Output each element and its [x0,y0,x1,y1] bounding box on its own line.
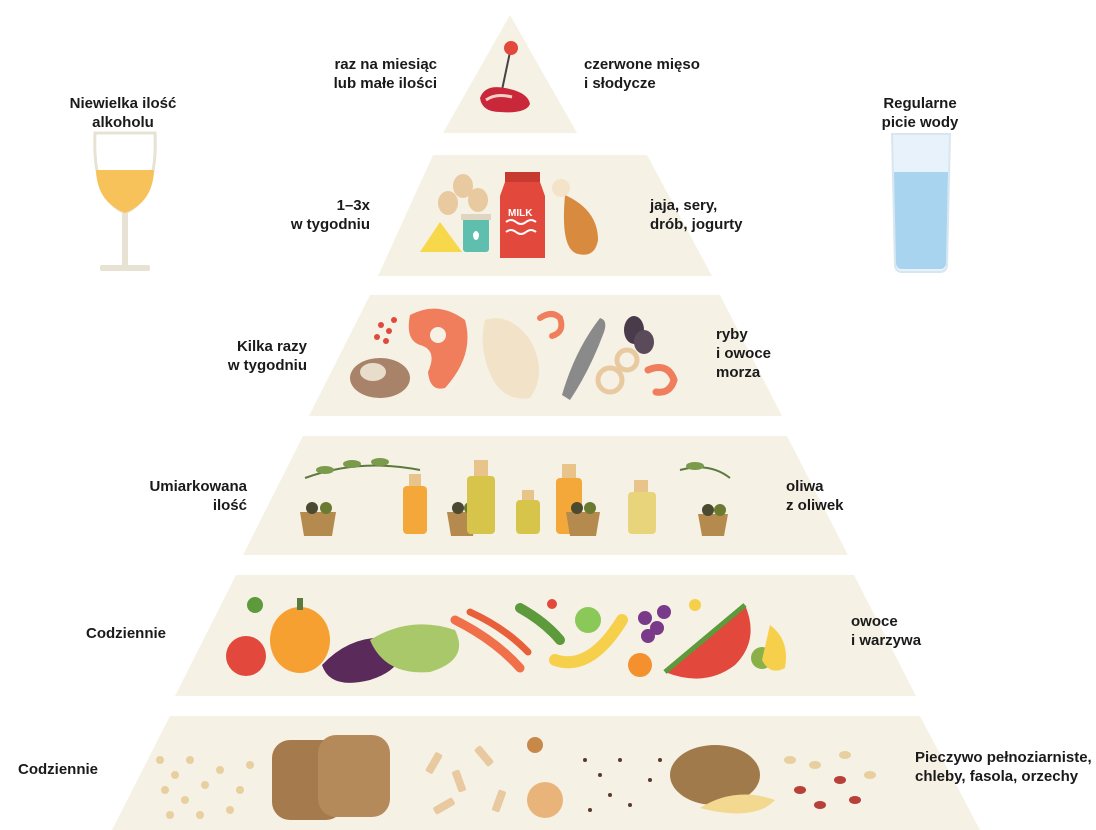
tier-2-food-line: jaja, sery, [650,196,743,215]
tier-4-background [243,436,848,555]
water-glass-icon [890,132,952,274]
tier-4-frequency: Umiarkowana ilość [149,477,247,515]
tier-3-frequency-line: w tygodniu [228,356,307,375]
tier-1-frequency: raz na miesiąc lub małe ilości [334,55,437,93]
tier-3-food: ryby i owoce morza [716,325,771,382]
water-label: Regularne picie wody [855,94,985,132]
tier-1-frequency-line: lub małe ilości [334,74,437,93]
tier-1-food: czerwone mięso i słodycze [584,55,700,93]
tier-2-food: jaja, sery, drób, jogurty [650,196,743,234]
wine-glass-icon [90,128,160,278]
tier-6-food: Pieczywo pełnoziarniste, chleby, fasola,… [915,748,1092,786]
tier-3-frequency: Kilka razy w tygodniu [228,337,307,375]
tier-6-food-line: Pieczywo pełnoziarniste, [915,748,1092,767]
tier-3-food-line: i owoce [716,344,771,363]
tier-1-food-line: czerwone mięso [584,55,700,74]
tier-6-frequency: Codziennie [18,760,98,779]
tier-2-frequency: 1–3x w tygodniu [291,196,370,234]
tier-6-food-line: chleby, fasola, orzechy [915,767,1092,786]
tier-3-food-line: ryby [716,325,771,344]
tier-5-food-line: owoce [851,612,921,631]
tier-3-food-line: morza [716,363,771,382]
tier-4-frequency-line: ilość [149,496,247,515]
tier-4-food-line: oliwa [786,477,844,496]
tier-1-food-line: i słodycze [584,74,700,93]
milk-carton-label: MILK [508,208,533,219]
tier-4-food: oliwa z oliwek [786,477,844,515]
tier-5-frequency-line: Codziennie [86,624,166,643]
water-label-line: picie wody [855,113,985,132]
alcohol-label-line: Niewielka ilość [48,94,198,113]
tier-1-frequency-line: raz na miesiąc [334,55,437,74]
tier-2-frequency-line: w tygodniu [291,215,370,234]
tier-5-food-line: i warzywa [851,631,921,650]
alcohol-label-line: alkoholu [48,113,198,132]
tier-1-background [443,15,577,133]
alcohol-label: Niewielka ilość alkoholu [48,94,198,132]
tier-5-frequency: Codziennie [86,624,166,643]
tier-5-food: owoce i warzywa [851,612,921,650]
water-label-line: Regularne [855,94,985,113]
tier-2-food-line: drób, jogurty [650,215,743,234]
tier-4-frequency-line: Umiarkowana [149,477,247,496]
tier-6-frequency-line: Codziennie [18,760,98,779]
tier-4-food-line: z oliwek [786,496,844,515]
tier-3-frequency-line: Kilka razy [228,337,307,356]
tier-2-frequency-line: 1–3x [291,196,370,215]
